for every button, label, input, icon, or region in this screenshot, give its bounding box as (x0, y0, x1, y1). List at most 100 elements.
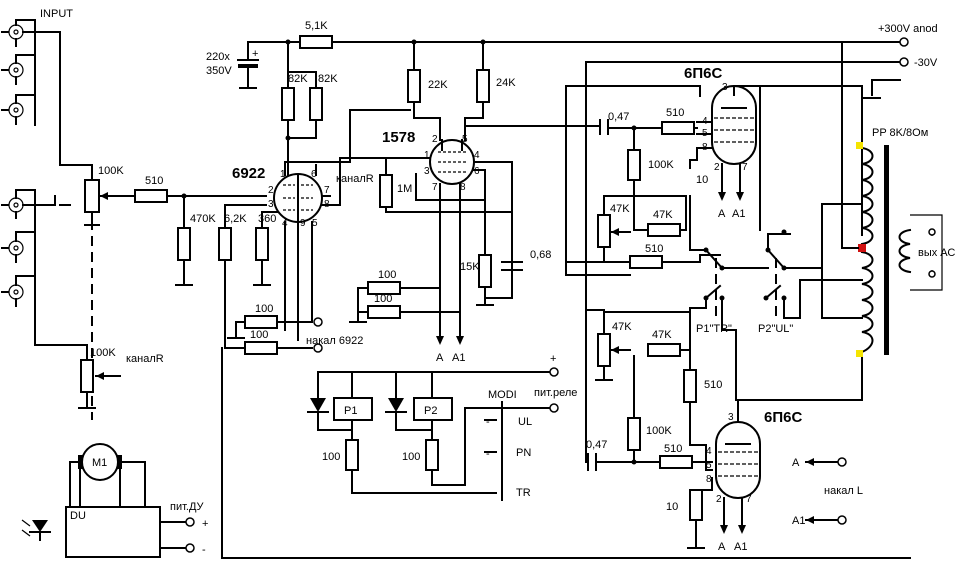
label-1m: 1M (397, 183, 412, 195)
filament-l-label: накал L (824, 485, 863, 497)
label-510-right: 510 (704, 379, 722, 391)
motor-label: M1 (92, 457, 107, 469)
label-510-top: 510 (666, 107, 684, 119)
filament-l-block: A A1 накал L (792, 457, 863, 527)
pot-47k-top: 47K (595, 195, 631, 263)
switch-p2-label: P2"UL" (758, 323, 793, 335)
tube-6p6s-top: 6П6С 3 4 5 8 2 7 (684, 65, 757, 173)
label-cap-220: 220x (206, 51, 230, 63)
label-100-relay1: 100 (322, 451, 340, 463)
du-label: DU (70, 510, 86, 522)
output-transformer: PP 8K/8Ом вых АС (841, 41, 955, 357)
resistor-100-a: 100 (349, 269, 441, 323)
resistor-510-mid: 510 (565, 243, 721, 276)
relay-p2-label: P2 (424, 405, 437, 417)
label-82k-a: 82K (288, 73, 308, 85)
pin: 5 (312, 218, 318, 229)
label-100-d: 100 (250, 329, 268, 341)
resistor-360: 360 (253, 211, 281, 286)
label-510-mid: 510 (645, 243, 663, 255)
phase-marker-yellow-top (856, 142, 863, 149)
pin: 3 (424, 166, 430, 177)
tube-6922: 6922 1 2 3 4 5 6 7 8 9 каналR (232, 165, 374, 229)
label-a1: A1 (792, 515, 805, 527)
label-100k-r: 100K (90, 347, 116, 359)
label-82k-b: 82K (318, 73, 338, 85)
pin: 2 (716, 494, 722, 505)
resistor-510-right: 510 (683, 349, 722, 446)
channel-r-label-2: каналR (126, 353, 164, 365)
label-5k1: 5,1K (305, 20, 328, 32)
pin: 6 (311, 169, 317, 180)
label-10-bottom: 10 (666, 501, 678, 513)
resistor-510-top: 510 (661, 107, 698, 135)
resistor-10-top: 10 (689, 147, 708, 186)
resistor-5k1: 5,1K (299, 20, 333, 49)
label-100k-top: 100K (648, 159, 674, 171)
label-100k-in: 100K (98, 165, 124, 177)
label-100-c: 100 (255, 303, 273, 315)
label-6k2: 6,2K (224, 213, 247, 225)
resistor-10-bottom: 10 (666, 477, 713, 549)
label-a1: A1 (732, 208, 745, 220)
capacitor-047-top: 0,47 (464, 111, 629, 135)
relay-section: + P1 P2 100 100 пит.реле MODI UL PN TR -… (307, 353, 577, 501)
label-100-relay2: 100 (402, 451, 420, 463)
channel-r-label-1: каналR (336, 173, 374, 185)
pin: 2 (268, 185, 274, 196)
motor-m1: M1 (69, 443, 146, 508)
tube-1578: 1578 1 2 3 4 5 6 7 8 (382, 129, 480, 193)
label-360: 360 (258, 213, 276, 225)
pin: 1 (424, 150, 430, 161)
output-label: вых АС (918, 247, 955, 259)
label-a: A (718, 208, 726, 220)
relay-p1-label: P1 (344, 405, 357, 417)
resistor-82k-a: 82K (281, 73, 308, 121)
mode-ul-label: UL (518, 416, 532, 428)
du-power-label: пит.ДУ (170, 501, 205, 513)
volume-pot-100k: 100K (84, 164, 124, 226)
pin: 9 (300, 218, 306, 229)
resistor-6k2: 6,2K (218, 204, 267, 349)
modi-label: MODI (488, 389, 517, 401)
label-24k: 24K (496, 77, 516, 89)
pin: 4 (474, 150, 480, 161)
capacitor-047-bottom: 0,47 (585, 389, 607, 471)
resistor-100-b: 100 (357, 293, 461, 319)
resistor-22k: 22K (407, 69, 448, 103)
label-510-in: 510 (145, 175, 163, 187)
plus-label: + (202, 518, 208, 530)
label-a1: A1 (452, 352, 465, 364)
pin: 2 (432, 134, 438, 145)
pin: 6 (474, 166, 480, 177)
resistor-100k-bottom: 100K (627, 355, 672, 463)
pin: 8 (706, 474, 712, 485)
mode-pn-label: PN (516, 447, 531, 459)
resistor-100-d: 100 (224, 329, 323, 355)
label-100k-bottom: 100K (646, 425, 672, 437)
label-47k-d: 47K (652, 329, 672, 341)
tube-6922-label: 6922 (232, 165, 265, 182)
pin: 2 (714, 162, 720, 173)
label-100-b: 100 (374, 293, 392, 305)
label-a: A (792, 457, 800, 469)
input-jacks: INPUT (1, 8, 73, 307)
resistor-47k-bottom: 47K (603, 311, 691, 357)
label-a: A (718, 541, 726, 553)
tube-1578-label: 1578 (382, 129, 415, 146)
label-22k: 22K (428, 79, 448, 91)
capacitor-220uf: 220x 350V + (206, 41, 259, 89)
input-label: INPUT (40, 8, 73, 20)
pin: 7 (432, 182, 438, 193)
capacitor-068: 0,68 (484, 239, 551, 299)
pot-100k-channel-r: 100K каналR (78, 347, 164, 409)
resistor-470k: 470K (175, 193, 216, 286)
switch-p2-ul: P2"UL" (758, 247, 863, 335)
resistor-47k-top: 47K (603, 195, 687, 237)
plus-label: + (550, 353, 556, 365)
neg30-label: -30V (914, 57, 938, 69)
label-47k-c: 47K (612, 321, 632, 333)
label-a1: A1 (734, 541, 747, 553)
switch-p1-label: P1"TR" (696, 323, 732, 335)
